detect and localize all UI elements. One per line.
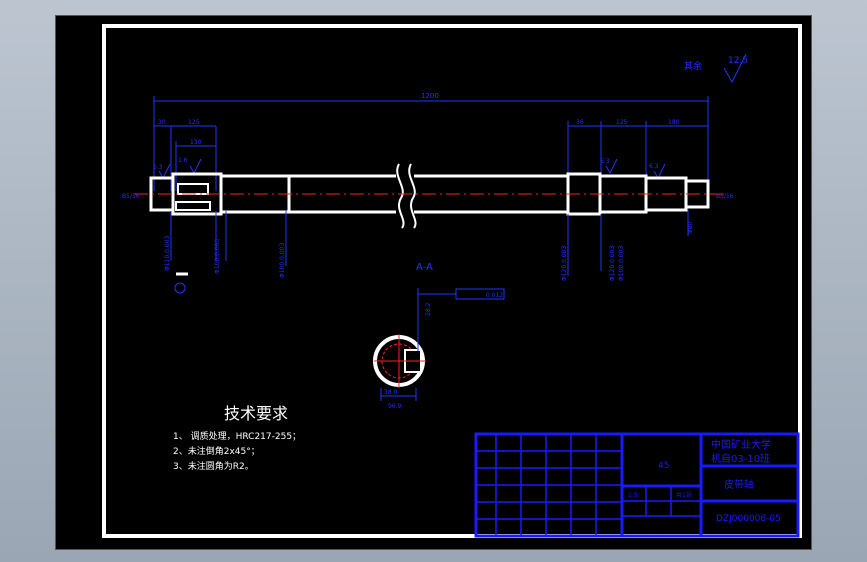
- tech-item-2: 2、未注倒角2x45°；: [173, 445, 260, 457]
- dim-overall: 1200: [421, 92, 439, 100]
- dim-right-2: 125: [616, 119, 628, 126]
- scale-value: 12.5: [728, 56, 748, 66]
- vdim-3: Φ100.0.003: [279, 243, 286, 278]
- section-dim-2: 28.2: [425, 302, 432, 316]
- dim-left-1: 30: [158, 119, 166, 126]
- rough-a: 6.3: [153, 164, 163, 171]
- tech-item-3: 3、未注圆角为R2。: [173, 460, 254, 472]
- sheet-cell: 共1张: [676, 491, 692, 499]
- section-dim-3: 96.9: [388, 403, 402, 410]
- section-dim-1: 38.0: [384, 389, 398, 396]
- section-view: [373, 288, 505, 401]
- part-name: 皮带轴: [724, 478, 754, 491]
- keyway-lower: [175, 201, 211, 211]
- roughness-symbol: 其余 12.5: [684, 53, 748, 84]
- dim-right-3: 180: [668, 119, 680, 126]
- center-right: B5/16: [716, 193, 734, 200]
- vdim-4: Φ120.0.003: [561, 246, 568, 281]
- section-marker: [174, 272, 188, 294]
- vdim-7: Φ80: [687, 221, 694, 234]
- vdim-1: Φ110.0.003: [164, 236, 171, 271]
- dim-left-3: 130: [190, 139, 202, 146]
- vdim-5: Φ120.0.003: [609, 246, 616, 281]
- dim-right-1: 36: [576, 119, 584, 126]
- vdim-6: Φ100.0.003: [618, 246, 625, 281]
- section-label: A-A: [416, 262, 433, 273]
- left-dimensions: [153, 125, 217, 191]
- drawing-number: DZJ000008-05: [716, 514, 781, 524]
- rough-d: 6.3: [600, 158, 610, 165]
- break-line-2: [408, 163, 417, 229]
- rough-b: 1.6: [178, 157, 188, 164]
- break-line: [396, 163, 405, 229]
- company-line-2: 机自03-10班: [711, 452, 770, 465]
- title-block-grid: [476, 434, 701, 536]
- engineering-drawing: 其余 12.5 1200 30 125 130 6.3 1.6 36 125 1…: [102, 24, 802, 538]
- vdim-2: Φ100.0.003: [214, 239, 221, 274]
- rough-e: 6.3: [649, 163, 659, 170]
- center-left: B5/16: [122, 193, 140, 200]
- vertical-dims: [170, 210, 689, 276]
- tech-title: 技术要求: [224, 404, 288, 423]
- company-line-1: 中国矿业大学: [711, 438, 771, 451]
- scale-cell: 1:5: [628, 492, 638, 499]
- tech-item-1: 1、 调质处理，HRC217-255；: [173, 430, 301, 442]
- drawing-sheet: 其余 12.5 1200 30 125 130 6.3 1.6 36 125 1…: [55, 15, 812, 550]
- section-tolerance: 0.012: [486, 292, 503, 299]
- drawing-border: [102, 24, 802, 538]
- scale-label: 其余: [684, 60, 702, 72]
- keyway: [177, 183, 209, 195]
- dim-left-2: 125: [188, 119, 200, 126]
- material: 45: [658, 461, 669, 471]
